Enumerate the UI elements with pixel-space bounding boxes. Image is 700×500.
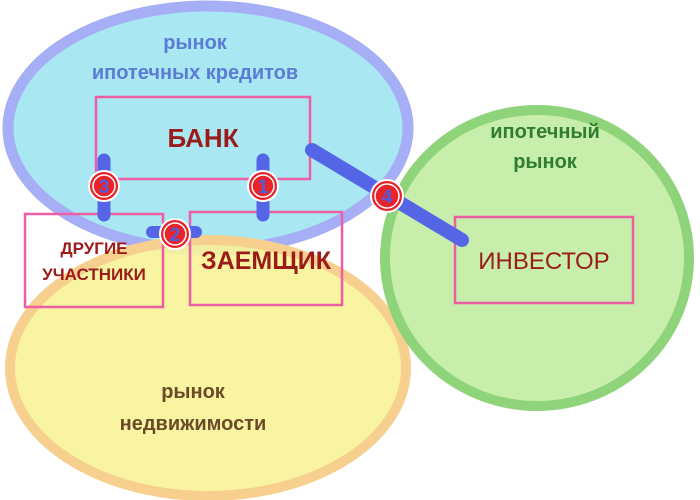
- link-badge-1: 1: [247, 170, 279, 202]
- link-badge-2-number: 2: [170, 225, 181, 246]
- other-participants-box: [23, 212, 165, 309]
- mortgage-market-label-line1: ипотечный: [490, 121, 600, 143]
- link-badge-3: 3: [88, 170, 120, 202]
- link-badge-3-number: 3: [99, 177, 110, 198]
- investor-box: [453, 215, 635, 305]
- bank-box: [94, 95, 312, 181]
- other-participants-label-line1: ДРУГИЕ: [61, 239, 128, 258]
- real-estate-market-label-line1: рынок: [161, 381, 226, 403]
- link-badge-4-number: 4: [382, 187, 393, 208]
- other-participants-label-line2: УЧАСТНИКИ: [42, 265, 146, 284]
- mortgage-lending-market-label-line1: рынок: [163, 32, 228, 54]
- mortgage-lending-market-label-line2: ипотечных кредитов: [92, 62, 298, 84]
- borrower-label: ЗАЕМЩИК: [201, 247, 332, 275]
- link-badge-2: 2: [159, 218, 191, 250]
- bank-label: БАНК: [167, 123, 238, 153]
- mortgage-market-region: [380, 105, 694, 411]
- investor-label: ИНВЕСТОР: [478, 248, 609, 275]
- link-badge-1-number: 1: [258, 177, 269, 198]
- mortgage-market-label-line2: рынок: [513, 151, 578, 173]
- real-estate-market-label-line2: недвижимости: [120, 413, 267, 435]
- link-badge-4: 4: [370, 179, 404, 213]
